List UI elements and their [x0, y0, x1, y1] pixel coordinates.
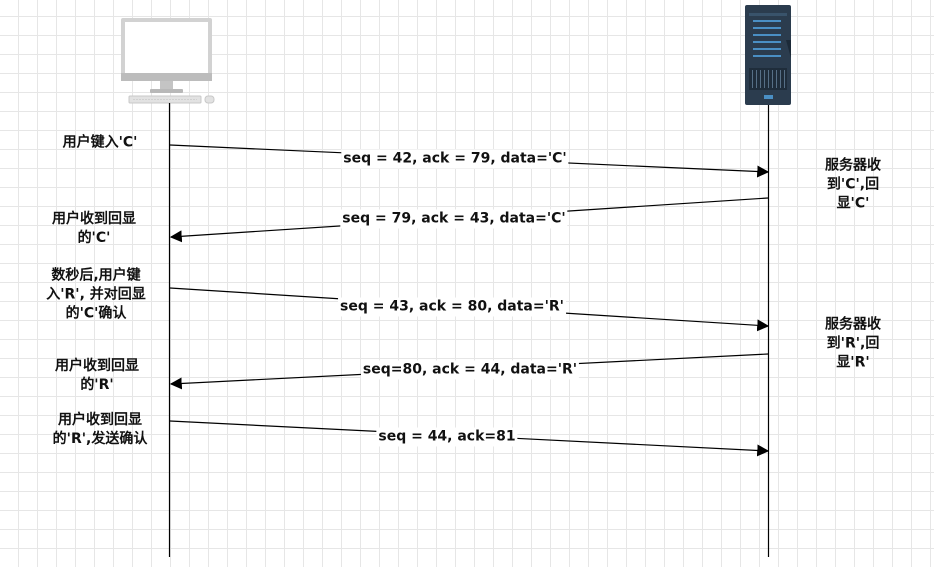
message-label-3: seq = 43, ack = 80, data='R' [338, 297, 566, 317]
message-label-1: seq = 42, ack = 79, data='C' [341, 149, 569, 169]
note-server-recv-c: 服务器收到'C',回 显'C' [825, 157, 881, 212]
message-label-4: seq=80, ack = 44, data='R' [360, 360, 580, 380]
note-server-recv-r: 服务器收到'R',回 显'R' [825, 316, 881, 371]
message-label-2: seq = 79, ack = 43, data='C' [340, 209, 568, 229]
desktop-computer-icon [121, 18, 215, 104]
note-client-ack-r: 用户收到回显 的'R',发送确认 [52, 412, 148, 447]
note-client-recv-c: 用户收到回显 的'C' [52, 211, 136, 246]
server-tower-icon [745, 5, 791, 105]
note-client-recv-r: 用户收到回显 的'R' [55, 358, 139, 393]
message-label-5: seq = 44, ack=81 [376, 427, 518, 447]
note-client-type-r: 数秒后,用户键 入'R', 并对回显 的'C'确认 [46, 267, 146, 322]
note-client-type-c: 用户键入'C' [62, 134, 138, 151]
